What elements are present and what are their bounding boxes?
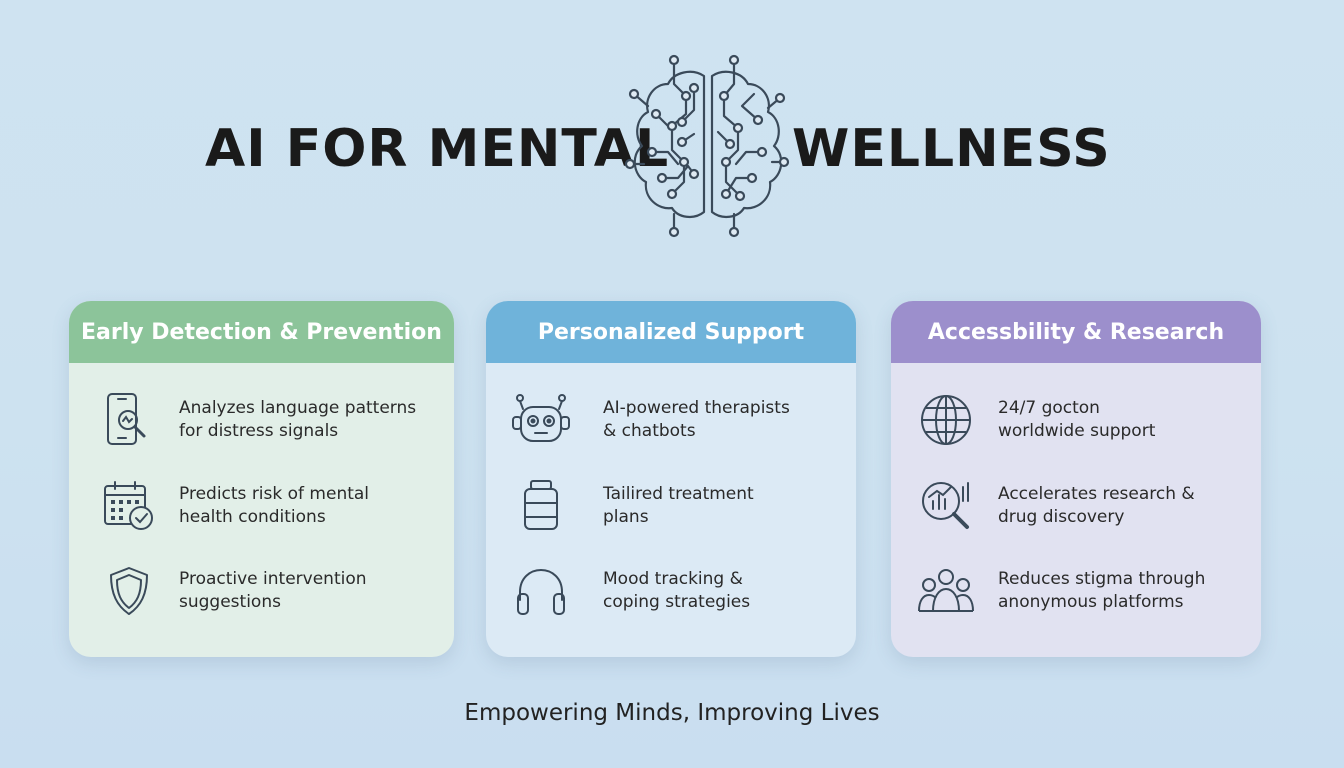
tagline: Empowering Minds, Improving Lives	[464, 700, 880, 726]
globe-icon	[921, 395, 971, 445]
card-header: Early Detection & Prevention	[69, 301, 454, 363]
item-text: Accelerates research & drug discovery	[998, 484, 1195, 527]
page-title-left: AI FOR MENTAL	[205, 119, 670, 179]
phone-search-icon	[104, 393, 154, 445]
card-personalized-support: Personalized Support AI-powered therapis…	[486, 301, 856, 657]
headphones-icon	[516, 566, 566, 616]
robot-icon	[512, 394, 570, 445]
list-item: Analyzes language patterns for distress …	[69, 390, 454, 450]
item-text: Mood tracking & coping strategies	[603, 569, 751, 612]
brain-circuit-icon	[624, 54, 790, 238]
card-accessibility-research: Accessbility & Research 24/7 gocton worl…	[891, 301, 1261, 657]
research-chart-icon	[921, 481, 971, 531]
card-header: Accessbility & Research	[891, 301, 1261, 363]
page-title-right: WELLNESS	[792, 119, 1111, 179]
item-text: 24/7 gocton worldwide support	[998, 398, 1156, 441]
calendar-check-icon	[104, 481, 154, 531]
list-item: Predicts risk of mental health condition…	[69, 476, 454, 536]
item-text: Reduces stigma through anonymous platfor…	[998, 569, 1206, 612]
item-text: Analyzes language patterns for distress …	[179, 398, 417, 441]
list-item: Reduces stigma through anonymous platfor…	[891, 561, 1261, 621]
list-item: Tailired treatment plans	[486, 476, 856, 536]
list-item: Mood tracking & coping strategies	[486, 561, 856, 621]
list-item: Proactive intervention suggestions	[69, 561, 454, 621]
medicine-jar-icon	[516, 480, 566, 531]
shield-icon	[104, 566, 154, 616]
list-item: 24/7 gocton worldwide support	[891, 390, 1261, 450]
item-text: Proactive intervention suggestions	[179, 569, 367, 612]
people-group-icon	[918, 566, 974, 616]
item-text: AI-powered therapists & chatbots	[603, 398, 790, 441]
list-item: Accelerates research & drug discovery	[891, 476, 1261, 536]
item-text: Predicts risk of mental health condition…	[179, 484, 370, 527]
list-item: AI-powered therapists & chatbots	[486, 390, 856, 450]
item-text: Tailired treatment plans	[603, 484, 754, 527]
card-header: Personalized Support	[486, 301, 856, 363]
card-early-detection: Early Detection & Prevention Analyzes la…	[69, 301, 454, 657]
